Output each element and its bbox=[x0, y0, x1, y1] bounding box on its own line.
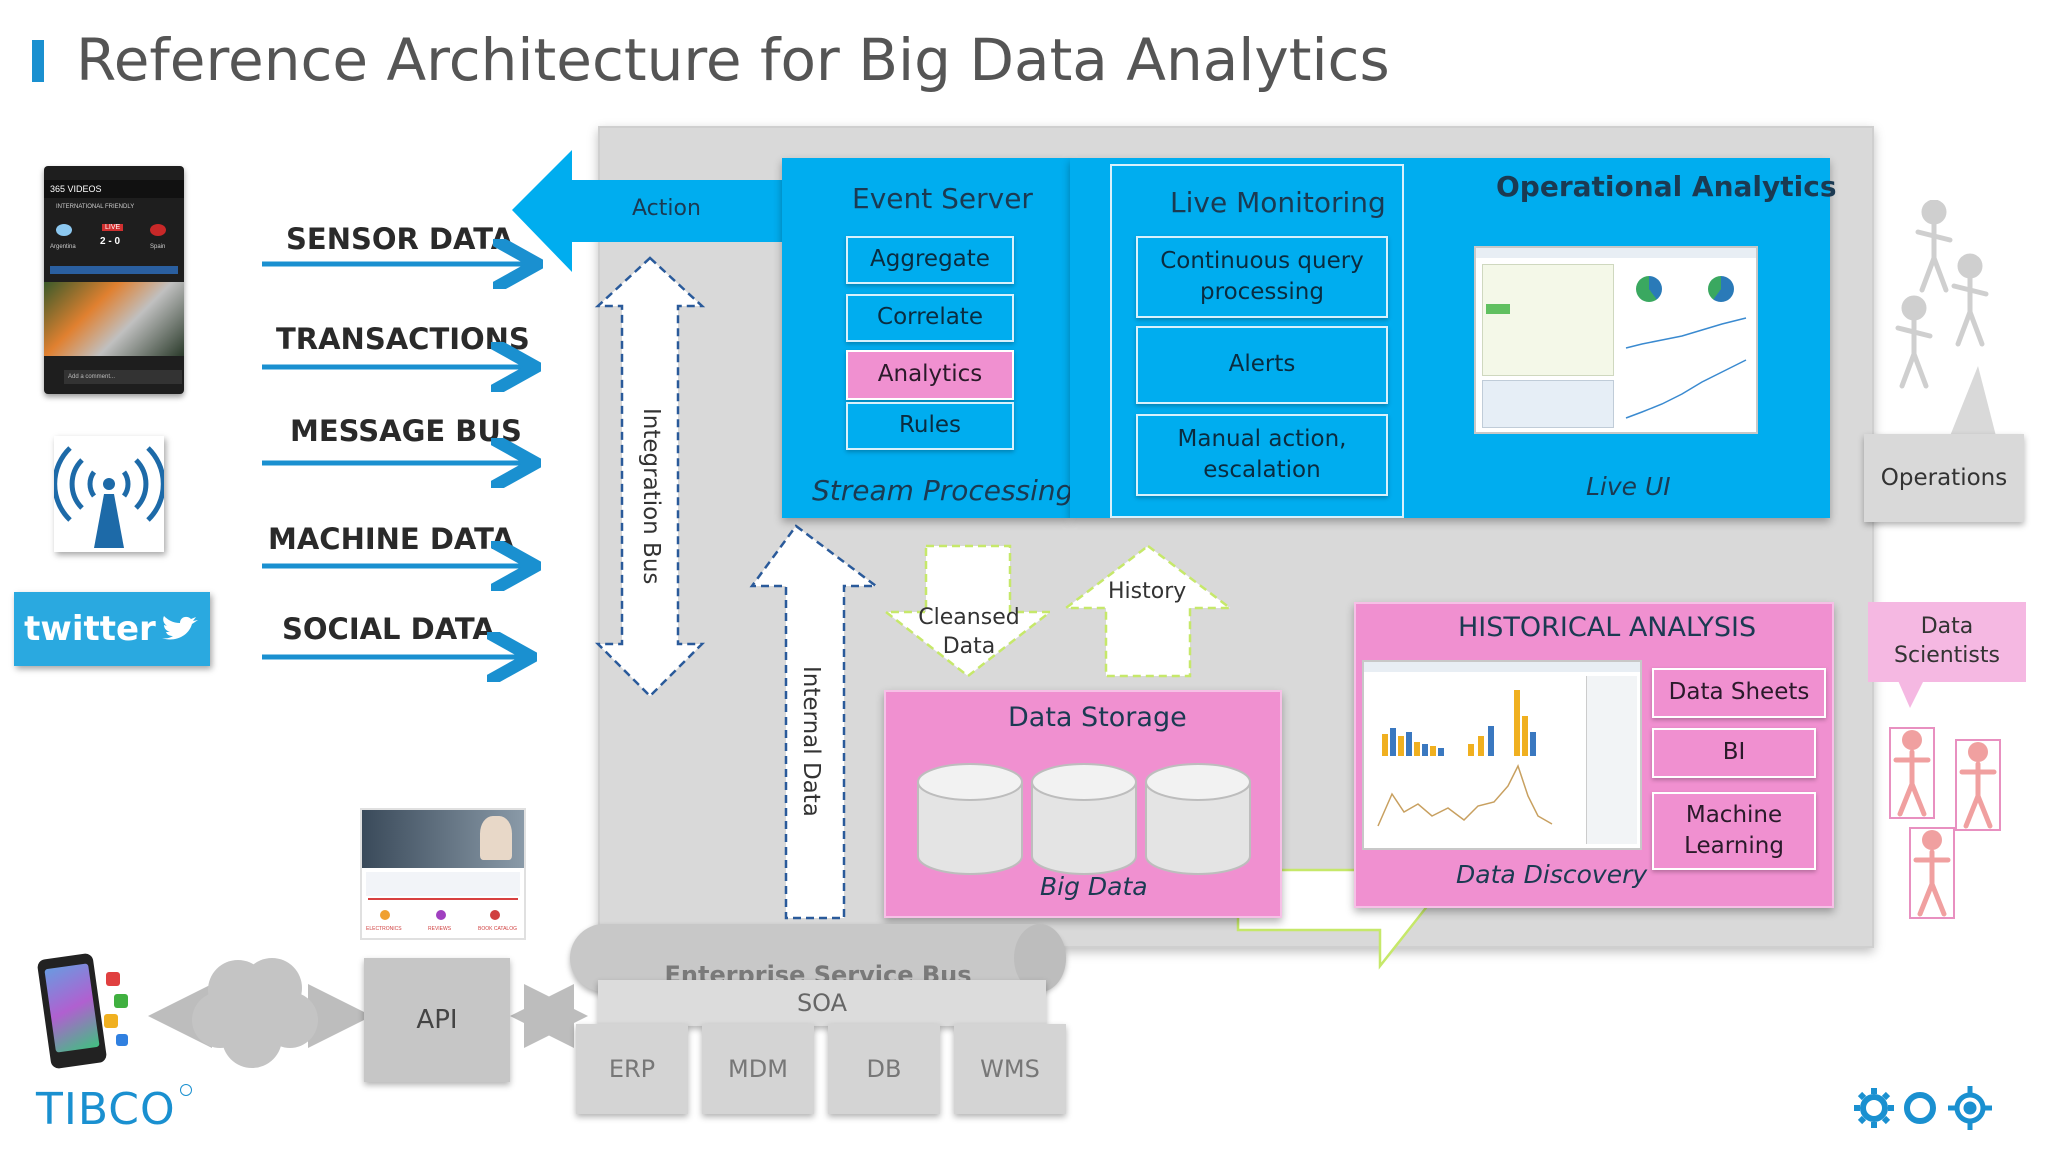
ring-icon bbox=[1904, 1092, 1936, 1124]
database-cylinders bbox=[917, 763, 1251, 875]
source-label-social-data: SOCIAL DATA bbox=[282, 612, 495, 646]
flag-icon bbox=[150, 224, 166, 236]
phone-team-home: Argentina bbox=[50, 244, 76, 250]
continuous-query-box: Continuous query processing bbox=[1136, 236, 1388, 318]
portal-category-reviews: REVIEWS bbox=[428, 926, 452, 932]
phone-tabs bbox=[50, 266, 178, 274]
analytics-box: Analytics bbox=[846, 350, 1014, 400]
source-label-sensor-data: SENSOR DATA bbox=[286, 222, 514, 256]
avatar bbox=[480, 816, 512, 860]
flag-icon bbox=[56, 224, 72, 236]
rules-box: Rules bbox=[846, 402, 1014, 450]
phone-app-bar: 365 VIDEOS bbox=[44, 180, 184, 198]
live-monitoring-title: Live Monitoring bbox=[1170, 186, 1386, 219]
live-monitoring-outline bbox=[1110, 164, 1404, 518]
alerts-box: Alerts bbox=[1136, 326, 1388, 404]
data-scientists-pointer bbox=[1896, 676, 1926, 708]
source-arrows bbox=[262, 264, 528, 657]
api-portal-screenshot: ELECTRONICS REVIEWS BOOK CATALOG bbox=[360, 808, 526, 940]
integration-bus-label: Integration Bus bbox=[638, 408, 664, 585]
football-photo bbox=[44, 282, 184, 356]
correlate-box: Correlate bbox=[846, 294, 1014, 342]
bird-icon bbox=[161, 616, 198, 640]
historical-analysis-title: HISTORICAL ANALYSIS bbox=[1458, 612, 1757, 643]
twitter-logo-text: twitter bbox=[24, 609, 156, 649]
operations-people-icon bbox=[1895, 200, 1989, 389]
wireless-sensor-icon bbox=[52, 436, 166, 552]
target-icon bbox=[1948, 1086, 1992, 1130]
db-box: DB bbox=[828, 1024, 940, 1114]
manual-action-box: Manual action, escalation bbox=[1136, 414, 1388, 496]
action-arrow bbox=[512, 150, 782, 272]
page-title: Reference Architecture for Big Data Anal… bbox=[76, 26, 1390, 94]
internal-data-arrow bbox=[749, 524, 880, 920]
history-label: History bbox=[1108, 579, 1187, 604]
category-icon bbox=[380, 910, 390, 920]
live-ui-dashboard-screenshot bbox=[1474, 246, 1758, 434]
database-icon bbox=[1145, 763, 1251, 875]
integration-bus-arrow bbox=[594, 256, 706, 698]
data-discovery-label: Data Discovery bbox=[1456, 860, 1648, 889]
bi-box: BI bbox=[1652, 728, 1816, 778]
portal-category-electronics: ELECTRONICS bbox=[366, 926, 402, 932]
cleansed-data-label: Cleansed Data bbox=[918, 605, 1020, 659]
mdm-box: MDM bbox=[702, 1024, 814, 1114]
cloud-icon bbox=[192, 958, 318, 1068]
internal-data-label: Internal Data bbox=[798, 666, 824, 817]
phone-event-label: INTERNATIONAL FRIENDLY bbox=[56, 204, 135, 210]
action-label: Action bbox=[632, 196, 701, 221]
data-discovery-screenshot bbox=[1362, 660, 1642, 850]
phone-live-badge: LIVE bbox=[102, 224, 124, 231]
database-icon bbox=[917, 763, 1023, 875]
gear-icon bbox=[1854, 1088, 1894, 1128]
source-label-message-bus: MESSAGE BUS bbox=[290, 414, 522, 448]
data-scientists-people-icon bbox=[1889, 727, 2001, 919]
pie-chart-icon bbox=[1708, 276, 1734, 302]
phone-team-away: Spain bbox=[150, 244, 166, 250]
data-storage-title: Data Storage bbox=[1008, 702, 1187, 733]
category-icon bbox=[490, 910, 500, 920]
phone-screenshot: 365 VIDEOS INTERNATIONAL FRIENDLY LIVE 2… bbox=[44, 166, 184, 394]
database-icon bbox=[1031, 763, 1137, 875]
phone-comment-field: Add a comment... bbox=[64, 370, 182, 384]
phone-score: 2 - 0 bbox=[100, 236, 121, 247]
event-server-title: Event Server bbox=[852, 182, 1033, 215]
wms-box: WMS bbox=[954, 1024, 1066, 1114]
erp-box: ERP bbox=[576, 1024, 688, 1114]
title-accent-bar bbox=[32, 40, 44, 82]
data-sheets-box: Data Sheets bbox=[1652, 668, 1826, 718]
smartphone-apps-icon bbox=[36, 952, 132, 1072]
stream-processing-label: Stream Processing bbox=[812, 474, 1074, 507]
operational-analytics-title: Operational Analytics bbox=[1496, 170, 1837, 203]
category-icon bbox=[436, 910, 446, 920]
operations-box: Operations bbox=[1864, 434, 2024, 522]
live-ui-label: Live UI bbox=[1586, 472, 1671, 501]
big-data-label: Big Data bbox=[1040, 872, 1148, 901]
registered-mark bbox=[180, 1084, 192, 1096]
source-label-machine-data: MACHINE DATA bbox=[268, 522, 515, 556]
portal-category-book-catalog: BOOK CATALOG bbox=[478, 926, 517, 932]
soa-box: SOA bbox=[598, 980, 1046, 1026]
tibco-logo: TIBCO bbox=[36, 1084, 176, 1135]
operations-pointer bbox=[1950, 366, 1996, 436]
api-box: API bbox=[364, 958, 510, 1082]
cleansed-data-arrow bbox=[882, 544, 1054, 678]
source-label-transactions: TRANSACTIONS bbox=[276, 322, 530, 356]
twitter-logo: twitter bbox=[14, 592, 210, 666]
footer-icons bbox=[1854, 1086, 1992, 1130]
pie-chart-icon bbox=[1636, 276, 1662, 302]
line-chart-thumbnail bbox=[1377, 764, 1553, 827]
machine-learning-box: Machine Learning bbox=[1652, 792, 1816, 870]
data-scientists-box: Data Scientists bbox=[1868, 602, 2026, 682]
history-arrow bbox=[1062, 544, 1234, 678]
data-scientists-label: Data Scientists bbox=[1894, 614, 2000, 668]
bar-chart-thumbnail bbox=[1382, 690, 1536, 756]
aggregate-box: Aggregate bbox=[846, 236, 1014, 284]
